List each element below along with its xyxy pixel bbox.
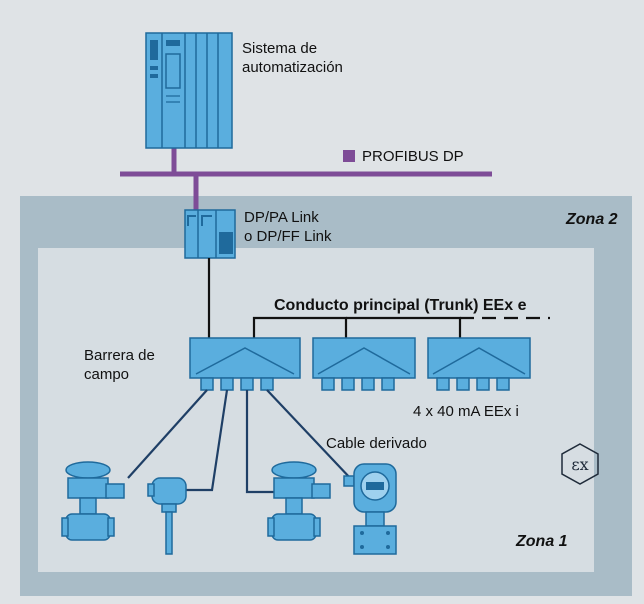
spur-rating-label: 4 x 40 mA EEx i [413, 403, 519, 420]
spur-cables [127, 389, 353, 494]
automation-system-label: Sistema de automatización [242, 40, 343, 76]
zone-2-label: Zona 2 [566, 211, 618, 228]
valve-positioner-1 [61, 461, 125, 541]
level-sensor [147, 477, 187, 555]
spur-cable-label: Cable derivado [326, 435, 427, 452]
zone-1-label: Zona 1 [516, 533, 568, 550]
profibus-label: PROFIBUS DP [362, 148, 464, 165]
svg-text:εx: εx [571, 455, 588, 474]
trunk-cable [207, 258, 550, 338]
link-label: DP/PA Link o DP/FF Link [244, 209, 332, 245]
automation-system-rack [145, 32, 233, 149]
field-barrier-label: Barrera de campo [84, 347, 155, 383]
trunk-label: Conducto principal (Trunk) EEx e [274, 297, 527, 314]
ex-explosion-protection-icon: εx [561, 443, 599, 485]
dp-pa-link-module [184, 209, 236, 259]
profibus-bus [120, 148, 492, 210]
profibus-legend-swatch [343, 150, 355, 162]
pressure-transmitter [343, 463, 397, 555]
field-barrier-1 [189, 337, 301, 391]
valve-positioner-2 [267, 461, 331, 541]
field-barrier-2 [312, 337, 416, 391]
field-barrier-3 [427, 337, 531, 391]
